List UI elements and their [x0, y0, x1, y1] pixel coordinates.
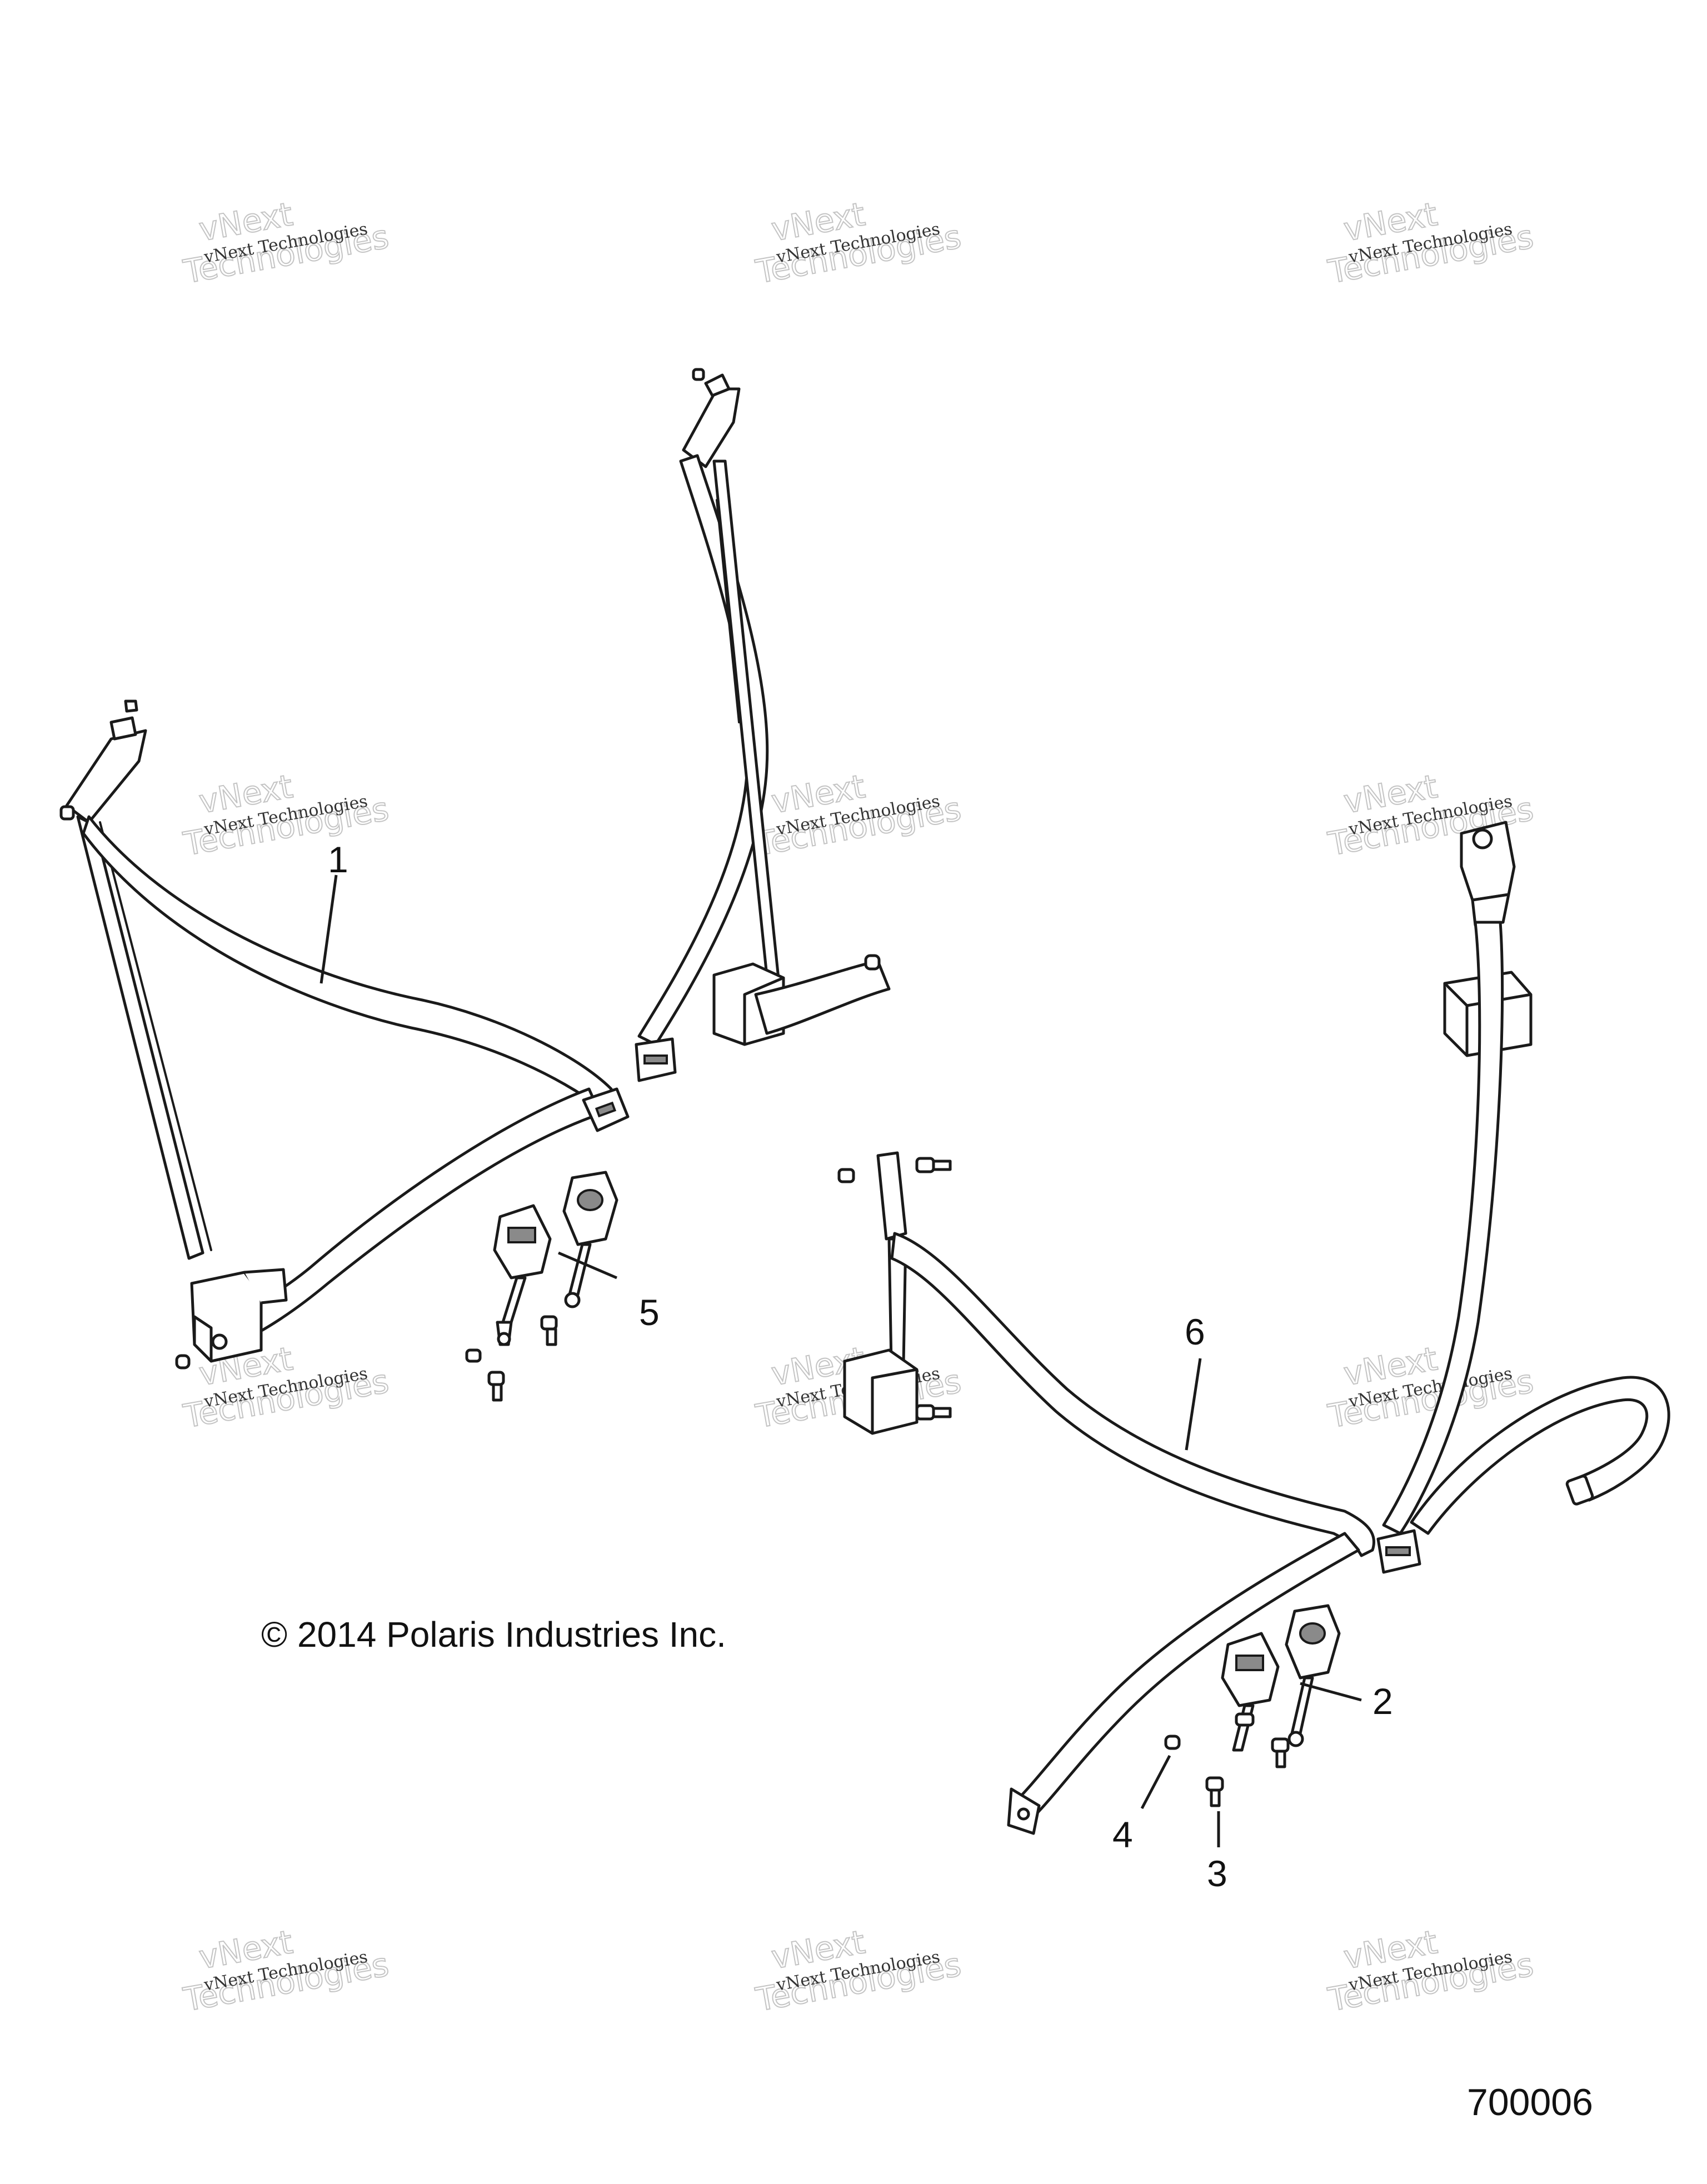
right-buckle-b [1285, 1604, 1341, 1747]
left-upper-anchor [59, 699, 147, 824]
center-lower-strap [754, 959, 891, 1035]
leader-4 [1140, 1755, 1171, 1810]
center-retractor [712, 954, 891, 1046]
center-seat-belt-assembly [635, 368, 891, 1082]
bolt-3-shank [1210, 1788, 1221, 1807]
watermark: vNext Technologies vNext Technologies [1325, 1922, 1537, 2019]
left-latch-plate [582, 1087, 630, 1132]
right-loop-strap [1410, 1376, 1670, 1535]
left-bolts [465, 1315, 558, 1402]
right-long-web [1382, 921, 1504, 1535]
leader-1 [320, 874, 338, 984]
right-center-mount [837, 1151, 952, 1421]
left-buckle-b [562, 1171, 618, 1308]
leader-2 [1300, 1682, 1362, 1702]
right-bolts [1164, 1735, 1290, 1807]
right-main-web [890, 1232, 1376, 1557]
left-retractor [175, 1268, 288, 1370]
nut-4 [1164, 1735, 1181, 1750]
callout-6: 6 [1185, 1311, 1205, 1352]
watermark: vNext Technologies vNext Technologies [1325, 1339, 1537, 1436]
watermark: vNext Technologies vNext Technologies [1325, 194, 1537, 291]
right-buckle-a [1221, 1632, 1280, 1752]
right-lower-end [1007, 1787, 1041, 1835]
left-buckle-a [493, 1204, 552, 1346]
callout-3: 3 [1207, 1853, 1227, 1894]
leader-6 [1185, 1358, 1202, 1451]
callout-1: 1 [328, 839, 348, 880]
callout-2: 2 [1372, 1681, 1393, 1722]
right-lower-retractor [843, 1348, 919, 1435]
right-latch-plate [1376, 1529, 1421, 1574]
callout-labels: 1 2 3 4 5 6 [328, 839, 1393, 1894]
watermark: vNext Technologies vNext Technologies [752, 194, 965, 291]
watermark: vNext Technologies vNext Technologies [180, 767, 392, 863]
left-lower-web [221, 1087, 602, 1346]
right-upper-anchor [1460, 821, 1516, 927]
leader-5 [558, 1251, 617, 1280]
figure-number: 700006 [1467, 2081, 1593, 2123]
right-buckle-set [1140, 1604, 1362, 1847]
callout-5: 5 [639, 1292, 660, 1333]
center-latch-plate [635, 1037, 677, 1082]
copyright-notice: © 2014 Polaris Industries Inc. [261, 1615, 726, 1655]
center-upper-anchor [682, 368, 741, 468]
left-buckle-set [465, 1171, 618, 1402]
watermark: vNext Technologies vNext Technologies [752, 1922, 965, 2019]
watermark: vNext Technologies vNext Technologies [180, 194, 392, 291]
watermark: vNext Technologies vNext Technologies [752, 767, 965, 863]
callout-4: 4 [1112, 1814, 1133, 1855]
left-seat-belt-assembly [59, 699, 630, 1370]
watermark-grid: vNext Technologies vNext Technologies vN… [180, 194, 1537, 2019]
right-seat-belt-assembly [837, 821, 1670, 1835]
bolt-3-head [1205, 1776, 1224, 1792]
watermark: vNext Technologies vNext Technologies [180, 1922, 392, 2019]
